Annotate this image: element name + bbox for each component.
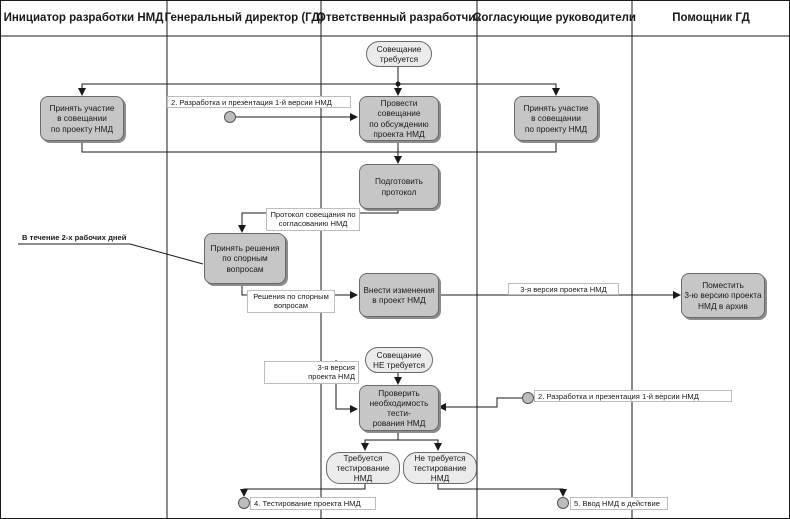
lane-header-director: Генеральный директор (ГД) <box>164 12 324 24</box>
process-archive: Поместить 3-ю версию проекта НМД в архив <box>681 273 765 318</box>
process-check-testing: Проверить необходимость тести- рования Н… <box>359 385 439 431</box>
process-initiator-participate: Принять участие в совещании по проекту Н… <box>40 96 124 141</box>
process-prepare-protocol: Подготовить протокол <box>359 164 439 209</box>
flow-check-to-not-required <box>398 439 442 451</box>
flow-dev2-to-check <box>438 397 522 411</box>
note-enact: 5. Ввод НМД в действие <box>570 497 668 510</box>
flow-split-to-initiator <box>78 83 398 96</box>
lane-header-initiator: Инициатор разработки НМД <box>3 12 164 24</box>
flow-check-to-required <box>361 431 399 451</box>
note-dev-v1-right: 2. Разработка и презентация 1-й версии Н… <box>534 390 732 402</box>
process-decide-disputes: Принять решения по спорным вопросам <box>204 233 286 284</box>
event-testing-required: Требуется тестирование НМД <box>326 452 400 484</box>
process-approvers-participate: Принять участие в совещании по проекту Н… <box>514 96 598 141</box>
note-testing: 4. Тестирование проекта НМД <box>250 497 376 510</box>
flow-split-to-approvers <box>398 83 560 96</box>
note-dev-v1-top: 2. Разработка и презентация 1-й версии Н… <box>167 96 351 108</box>
process-hold-meeting: Провести совещание по обсуждению проекта… <box>359 96 439 141</box>
flow-join <box>81 141 557 153</box>
event-dev-v1-right-dot <box>522 392 534 404</box>
flow-not-required-to-enact <box>437 484 567 497</box>
note-deadline: В течение 2-х рабочих дней <box>22 233 127 242</box>
lane-header-approvers: Согласующие руководители <box>473 12 636 24</box>
event-meeting-required: Совещание требуется <box>366 41 432 67</box>
note-version3-right: 3-я версия проекта НМД <box>508 283 619 295</box>
note-version3-left: 3-я версия проекта НМД <box>264 361 359 384</box>
event-testing-dot <box>238 497 250 509</box>
event-dev-v1-dot <box>224 111 236 123</box>
event-testing-not-required: Не требуется тестирование НМД <box>403 452 477 484</box>
lane-header-developer: Ответственный разработчик <box>316 12 482 24</box>
flow-required-to-testing <box>240 484 366 497</box>
event-meeting-not-required: Совещание НЕ требуется <box>365 347 433 373</box>
event-enact-dot <box>557 497 569 509</box>
deadline-line <box>18 243 204 265</box>
process-make-changes: Внести изменения в проект НМД <box>359 273 439 317</box>
note-protocol: Протокол совещания по согласованию НМД <box>266 208 360 231</box>
lane-header-assistant: Помощник ГД <box>672 12 750 24</box>
note-disputes: Решения по спорным вопросам <box>247 290 335 313</box>
